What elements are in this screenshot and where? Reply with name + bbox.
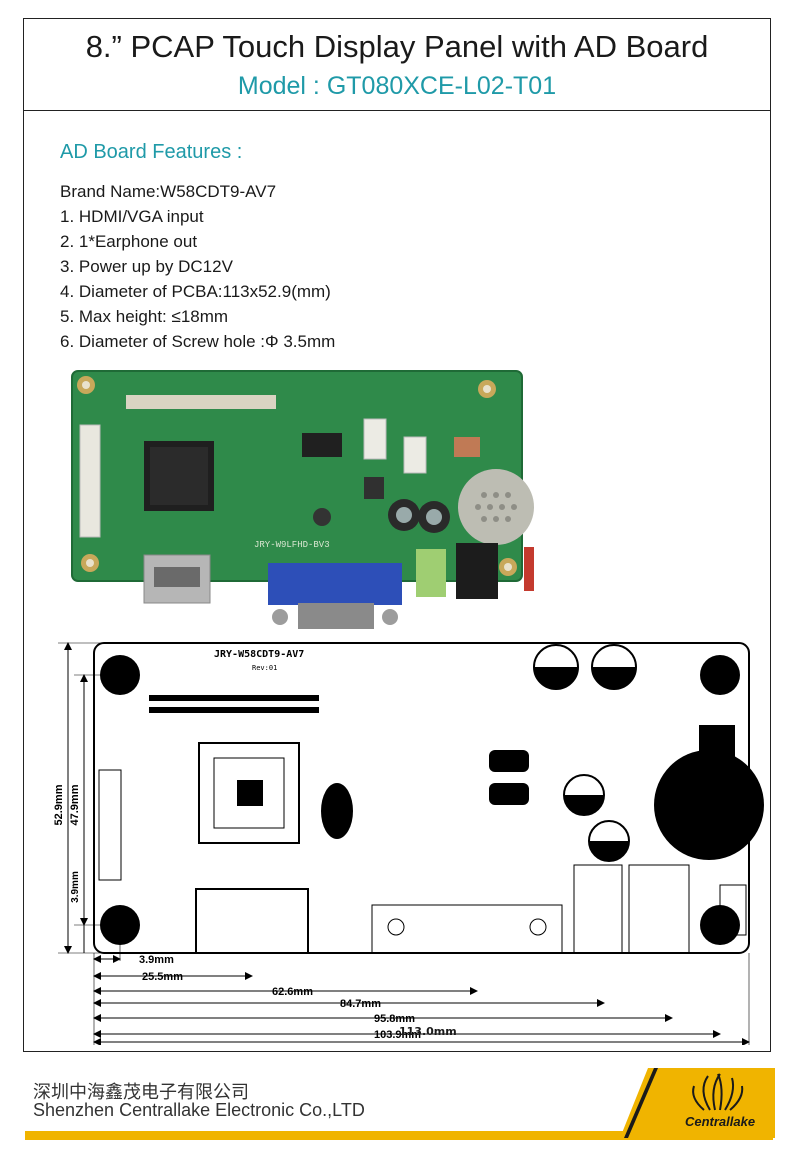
photo-silk-label: JRY-W9LFHD-BV3: [254, 540, 330, 550]
logo-text: Centrallake: [685, 1114, 755, 1129]
company-name-chinese: 深圳中海鑫茂电子有限公司: [33, 1082, 249, 1102]
feature-earphone: 2. 1*Earphone out: [60, 232, 198, 251]
model-subtitle: Model : GT080XCE-L02-T01: [237, 72, 557, 100]
dim-3-9-vertical: 3.9mm: [70, 871, 81, 903]
feature-brand-name: Brand Name:W58CDT9-AV7: [60, 182, 277, 201]
centrallake-logo: Centrallake: [620, 1068, 775, 1138]
feature-input: 1. HDMI/VGA input: [60, 207, 204, 226]
drawing-board-label: JRY-W58CDT9-AV7: [214, 649, 304, 660]
dim-25-5: 25.5mm: [142, 971, 183, 983]
company-name-english: Shenzhen Centrallake Electronic Co.,LTD: [33, 1100, 365, 1120]
dim-84-7: 84.7mm: [340, 998, 381, 1010]
dim-3-9: 3.9mm: [139, 954, 174, 966]
ad-board-photo: JRY-W9LFHD-BV3: [71, 370, 534, 629]
feature-pcba-size: 4. Diameter of PCBA:113x52.9(mm): [60, 282, 331, 301]
features-heading: AD Board Features :: [60, 141, 243, 163]
feature-power: 3. Power up by DC12V: [60, 257, 233, 276]
header: 8.” PCAP Touch Display Panel with AD Boa…: [24, 19, 770, 111]
dim-113-0: 113.0mm: [399, 1025, 457, 1038]
footer-accent-bar: [25, 1131, 773, 1140]
dim-47-9: 47.9mm: [69, 784, 81, 825]
page-title: 8.” PCAP Touch Display Panel with AD Boa…: [85, 29, 709, 64]
feature-max-height: 5. Max height: ≤18mm: [60, 307, 229, 326]
dim-95-8: 95.8mm: [374, 1013, 415, 1025]
dim-62-6: 62.6mm: [272, 986, 313, 998]
dim-52-9: 52.9mm: [53, 784, 65, 825]
board-dimension-drawing: JRY-W58CDT9-AV7 Rev:01: [53, 642, 764, 1045]
spec-sheet-frame: 8.” PCAP Touch Display Panel with AD Boa…: [23, 18, 771, 1052]
feature-screw-hole: 6. Diameter of Screw hole :Φ 3.5mm: [60, 332, 336, 351]
drawing-board-rev: Rev:01: [252, 664, 277, 672]
